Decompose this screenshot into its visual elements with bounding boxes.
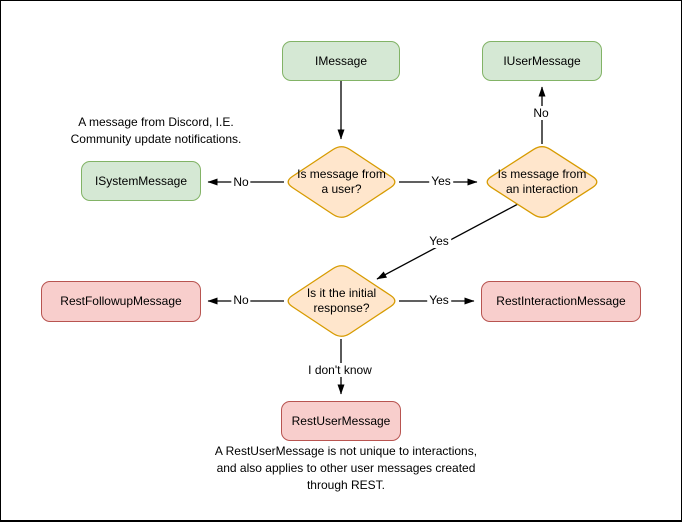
edge-label-user-yes: Yes — [429, 174, 453, 188]
note-rest-user-message: A RestUserMessage is not unique to inter… — [214, 444, 478, 492]
node-restinteractionmessage: RestInteractionMessage — [481, 281, 641, 322]
node-imessage: IMessage — [282, 41, 400, 81]
note-system-message: A message from Discord, I.E. Community u… — [70, 115, 242, 146]
edge-label-initial-unknown: I don't know — [306, 363, 374, 377]
node-restusermessage: RestUserMessage — [281, 401, 401, 441]
node-isystemmessage: ISystemMessage — [81, 161, 201, 201]
edge-label-initial-no: No — [231, 293, 251, 307]
node-restfollowupmessage: RestFollowupMessage — [41, 281, 201, 322]
decision-is-initial-response-shape — [287, 265, 396, 337]
edge-label-interaction-no: No — [531, 106, 551, 120]
node-iusermessage: IUserMessage — [482, 41, 602, 81]
edge-label-user-no: No — [231, 175, 251, 189]
decision-is-from-interaction-shape — [486, 146, 598, 218]
edge-label-initial-yes: Yes — [427, 293, 451, 307]
decision-is-from-user-shape — [287, 146, 396, 218]
edge-label-interaction-yes: Yes — [427, 234, 451, 248]
